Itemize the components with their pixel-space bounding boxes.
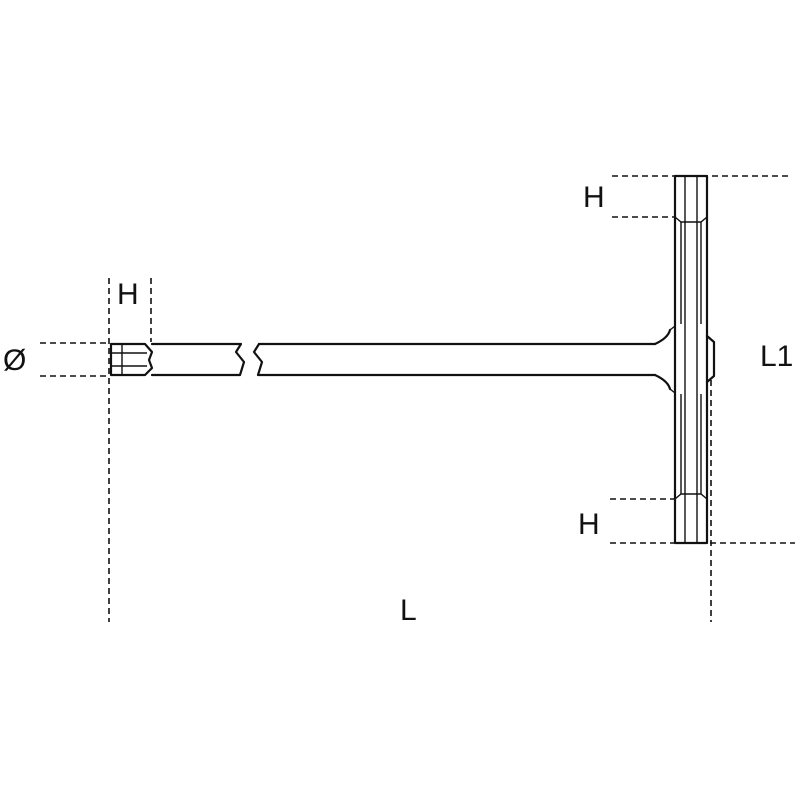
label-handle-bottom-hex: H bbox=[578, 508, 600, 541]
label-handle-top-hex: H bbox=[583, 181, 605, 214]
t-handle bbox=[669, 174, 716, 545]
hex-tip bbox=[109, 342, 154, 377]
handle-hub bbox=[705, 334, 716, 384]
shaft-left-segment bbox=[150, 342, 246, 377]
label-diameter: Ø bbox=[3, 344, 26, 377]
shaft bbox=[109, 328, 672, 391]
shaft-right-segment bbox=[252, 342, 657, 377]
shaft-collar bbox=[653, 328, 672, 391]
label-tip-hex-length: H bbox=[117, 278, 139, 311]
dimension-lines bbox=[40, 175, 795, 622]
label-handle-length: L1 bbox=[760, 340, 793, 373]
handle-body bbox=[673, 174, 709, 545]
label-total-length: L bbox=[400, 594, 417, 627]
